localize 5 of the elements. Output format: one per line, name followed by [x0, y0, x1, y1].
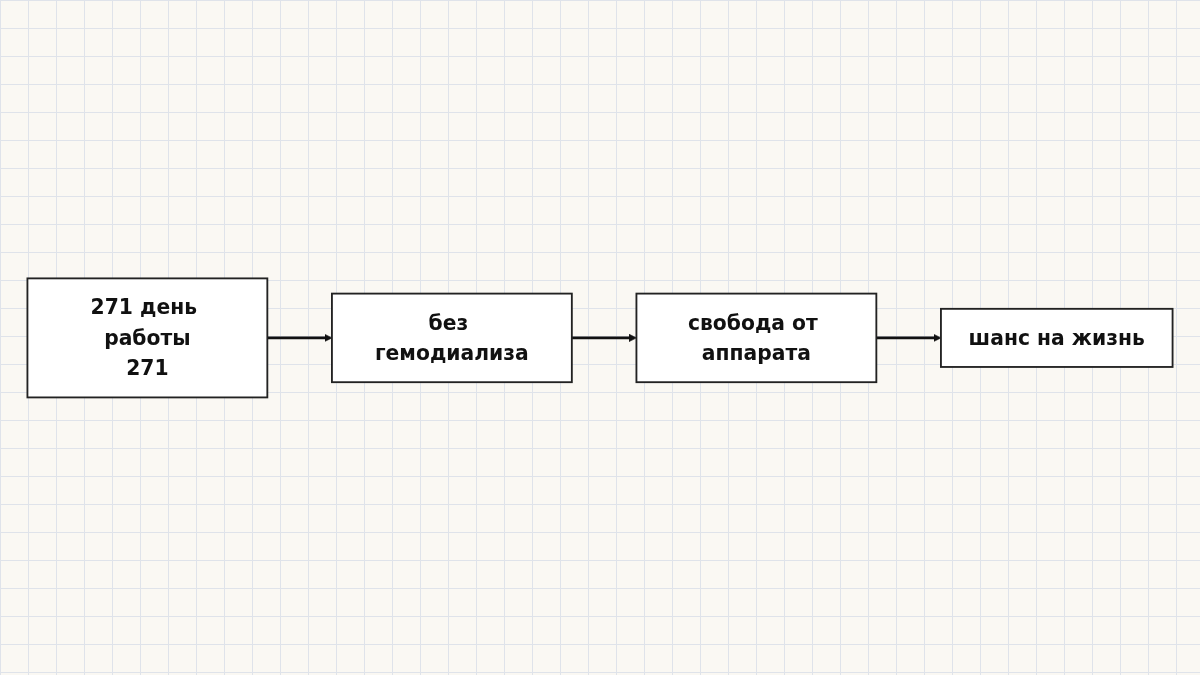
node-box: свобода от аппарата: [635, 292, 878, 383]
node-box: без гемодиализа: [331, 292, 573, 383]
arrow: [571, 333, 637, 342]
node-box: шанс на жизнь: [940, 307, 1174, 368]
node-box: 271 день работы 271: [26, 277, 269, 398]
